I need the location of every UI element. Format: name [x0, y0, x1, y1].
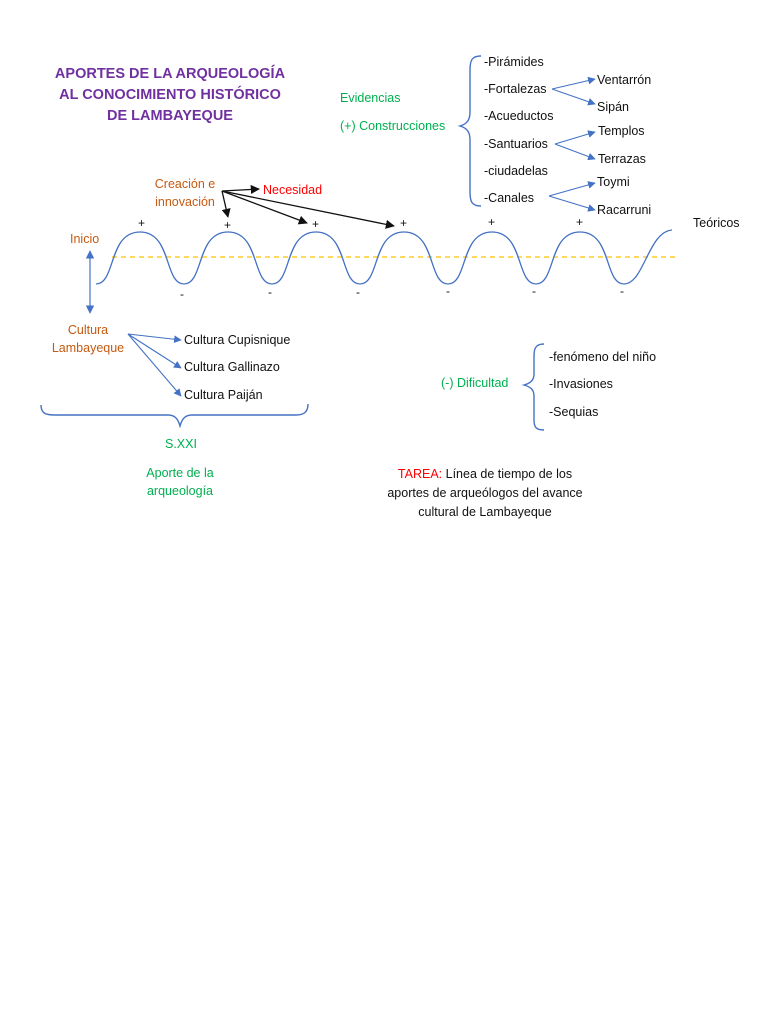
plus-sign-1: +: [138, 216, 146, 230]
aporte-line-1: Aporte de la: [146, 466, 214, 480]
minus-sign-2: -: [268, 285, 272, 299]
tarea-text-2: aportes de arqueólogos del avance: [387, 486, 583, 500]
minus-sign-6: -: [620, 284, 624, 298]
creacion-line-1: Creación e: [154, 177, 216, 191]
fortalezas-sub-ventarron: Ventarrón: [597, 73, 652, 87]
plus-sign-3: +: [312, 217, 320, 231]
tarea-label: TAREA:: [397, 467, 443, 481]
title-line-2: AL CONOCIMIENTO HISTÓRICO: [59, 87, 281, 103]
sxxi-brace: [40, 403, 309, 429]
plus-sign-2: +: [224, 218, 232, 232]
cultura-item-paijan: Cultura Paiján: [184, 388, 263, 402]
tarea-text-1: Línea de tiempo de los: [442, 467, 573, 481]
santuarios-sub-templos: Templos: [598, 124, 645, 138]
title-line-3: DE LAMBAYEQUE: [107, 108, 233, 124]
canales-sub-toymi: Toymi: [597, 175, 630, 189]
cultura-item-gallinazo: Cultura Gallinazo: [184, 360, 280, 374]
inicio-label: Inicio: [70, 232, 100, 246]
dificultad-item-sequias: -Sequias: [549, 405, 599, 419]
evidencia-item-piramides: -Pirámides: [484, 55, 544, 69]
santuarios-sub-terrazas: Terrazas: [598, 152, 646, 166]
creacion-arrows: [221, 184, 395, 229]
dificultad-brace: [521, 343, 545, 431]
creacion-line-2: innovación: [155, 195, 215, 209]
plus-sign-5: +: [488, 215, 496, 229]
cultura-item-cupisnique: Cultura Cupisnique: [184, 333, 291, 347]
plus-sign-6: +: [576, 215, 584, 229]
tarea-block: TAREA: Línea de tiempo de los aportes de…: [360, 465, 610, 522]
cultura-arrows: [127, 333, 182, 397]
evidencia-item-canales: -Canales: [484, 191, 535, 205]
dificultad-item-invasiones: -Invasiones: [549, 377, 613, 391]
cultura-line-2: Lambayeque: [51, 341, 125, 355]
sxxi-label: S.XXI: [165, 437, 197, 451]
cultura-line-1: Cultura: [67, 323, 109, 337]
necesidad-label: Necesidad: [263, 183, 323, 197]
evidencia-item-fortalezas: -Fortalezas: [484, 82, 547, 96]
title-line-1: APORTES DE LA ARQUEOLOGÍA: [54, 66, 286, 82]
evidencia-item-ciudadelas: -ciudadelas: [484, 164, 548, 178]
evidencia-item-santuarios: -Santuarios: [484, 137, 548, 151]
minus-sign-1: -: [180, 287, 184, 301]
aporte-line-2: arqueología: [146, 484, 214, 498]
diagram-title: APORTES DE LA ARQUEOLOGÍA AL CONOCIMIENT…: [40, 64, 300, 127]
evidencias-brace: [457, 55, 482, 207]
cultura-lambayeque-label: Cultura Lambayeque: [44, 321, 132, 357]
evidencias-label: Evidencias: [340, 91, 401, 105]
evidencias-sub-arrows: [548, 76, 596, 212]
fortalezas-sub-sipan: Sipán: [597, 100, 629, 114]
canales-sub-racarruni: Racarruni: [597, 203, 652, 217]
construcciones-label: (+) Construcciones: [340, 119, 446, 133]
plus-sign-4: +: [400, 216, 408, 230]
timeline-wave: [95, 229, 673, 285]
minus-sign-4: -: [446, 284, 450, 298]
creacion-label: Creación e innovación: [140, 175, 230, 211]
dificultad-item-nino: -fenómeno del niño: [549, 350, 657, 364]
minus-sign-3: -: [356, 285, 360, 299]
evidencia-item-acueductos: -Acueductos: [484, 109, 554, 123]
teoricos-label: Teóricos: [693, 216, 740, 230]
tarea-text-3: cultural de Lambayeque: [418, 505, 552, 519]
dificultad-label: (-) Dificultad: [441, 376, 509, 390]
aporte-label: Aporte de la arqueología: [130, 464, 230, 500]
minus-sign-5: -: [532, 284, 536, 298]
